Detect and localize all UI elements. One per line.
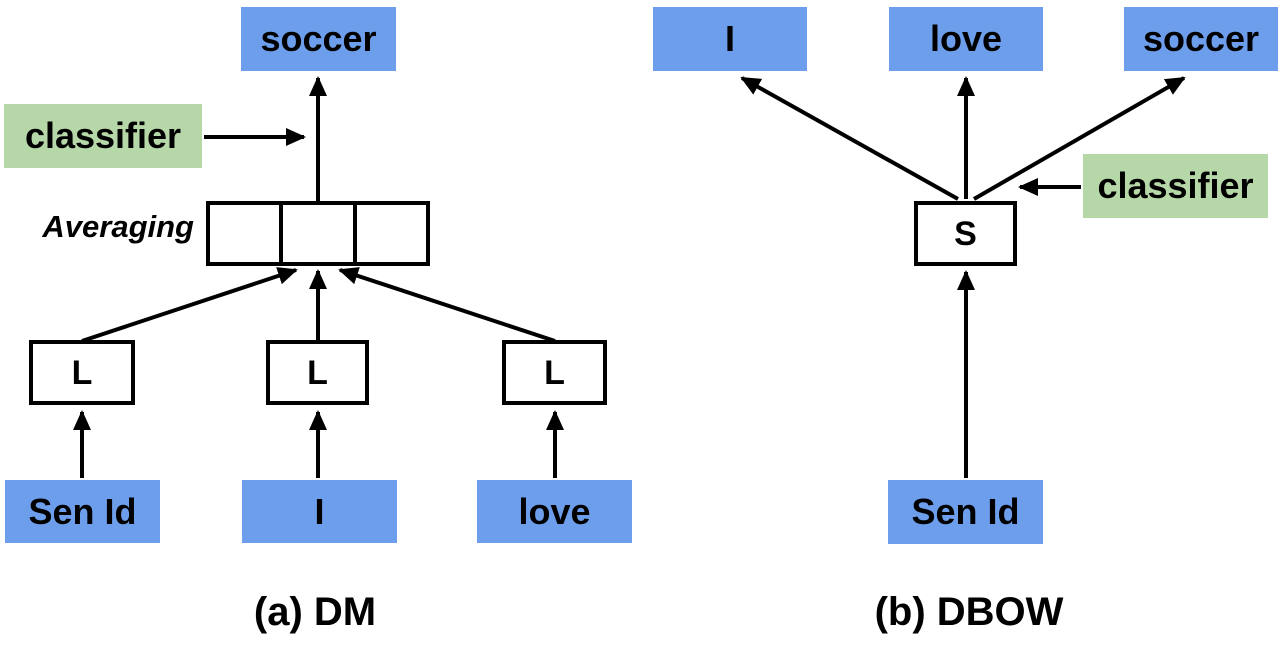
dbow-sentence-vector-label: S xyxy=(954,214,977,253)
dbow-input-box: Sen Id xyxy=(888,480,1043,544)
dm-lookup-box-3: L xyxy=(502,340,607,405)
dbow-input-label: Sen Id xyxy=(911,491,1020,532)
dm-caption: (a) DM xyxy=(253,590,377,634)
dbow-output-box-2: love xyxy=(889,7,1043,71)
dbow-output-label-2: love xyxy=(929,18,1003,59)
dm-lookup-label-1: L xyxy=(71,353,93,392)
dm-classifier-label: classifier xyxy=(24,115,182,156)
dm-lookup-label-3: L xyxy=(544,353,565,392)
dm-lookup-label-2: L xyxy=(307,353,328,392)
dm-input-label-1: Sen Id xyxy=(28,490,137,532)
dm-input-label-2: I xyxy=(314,490,325,532)
dbow-output-box-1: I xyxy=(653,7,807,71)
dbow-output-label-3: soccer xyxy=(1142,18,1260,59)
dbow-output-label-1: I xyxy=(724,18,735,59)
dbow-s-to-output1-arrow xyxy=(740,76,959,201)
dm-averaging-label: Averaging xyxy=(42,209,194,244)
dbow-sentence-vector-box: S xyxy=(914,201,1017,266)
dm-lookup-box-1: L xyxy=(29,340,135,405)
dm-lookup-box-2: L xyxy=(266,340,369,405)
dbow-caption: (b) DBOW xyxy=(874,590,1064,634)
dm-output-word-box: soccer xyxy=(241,7,396,71)
dm-averaging-box xyxy=(206,201,430,266)
dm-lookup3-to-averaging-arrow xyxy=(338,267,556,343)
dbow-classifier-box: classifier xyxy=(1083,154,1268,218)
dm-input-label-3: love xyxy=(518,490,591,532)
dbow-classifier-label: classifier xyxy=(1097,165,1254,206)
dm-input-box-3: love xyxy=(477,480,632,543)
dm-classifier-box: classifier xyxy=(4,104,202,168)
dm-averaging-cell-3 xyxy=(357,205,426,262)
dm-input-box-1: Sen Id xyxy=(5,480,160,543)
dm-averaging-cell-2 xyxy=(279,205,357,262)
dbow-output-box-3: soccer xyxy=(1124,7,1278,71)
dm-output-word-label: soccer xyxy=(260,18,377,59)
dm-lookup1-to-averaging-arrow xyxy=(81,267,298,343)
dm-averaging-cell-1 xyxy=(210,205,279,262)
dm-input-box-2: I xyxy=(242,480,397,543)
